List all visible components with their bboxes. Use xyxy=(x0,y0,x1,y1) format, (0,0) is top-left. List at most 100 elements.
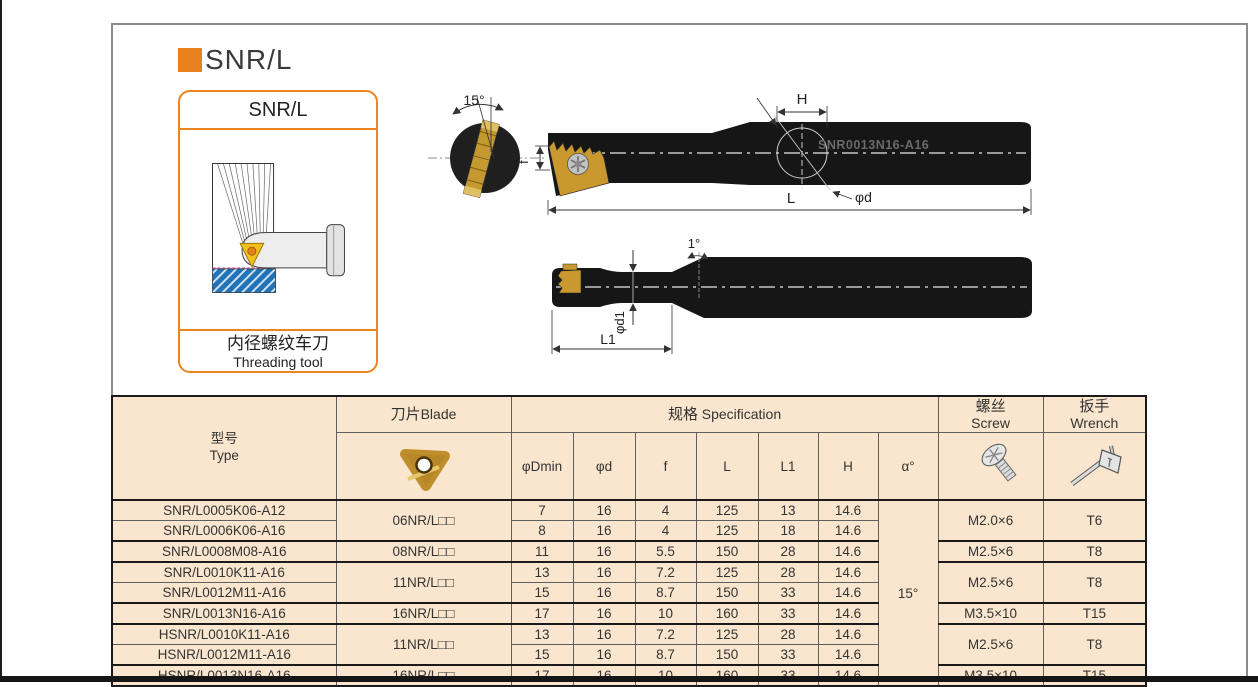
cell-L1: 33 xyxy=(757,602,819,625)
cell-screw: M2.5×6 xyxy=(937,540,1044,563)
cell-alpha: 15° xyxy=(877,499,939,687)
cell-dmin: 8 xyxy=(510,520,574,542)
col-header-f: f xyxy=(634,432,697,501)
cell-type: SNR/L0013N16-A16 xyxy=(111,602,337,625)
screw-center xyxy=(574,160,582,168)
table-row: HSNR/L0012M11-A16 15 16 8.7 150 33 14.6 xyxy=(111,644,1146,666)
cell-d: 16 xyxy=(572,540,636,563)
cell-type: SNR/L0005K06-A12 xyxy=(111,499,337,521)
col-header-type: 型号 Type xyxy=(111,395,337,501)
clamp-diagonal xyxy=(773,114,831,191)
cell-screw: M2.5×6 xyxy=(937,561,1044,604)
angle-label: 15° xyxy=(463,92,484,108)
cell-blade: 06NR/L□□ xyxy=(335,499,512,542)
cell-d: 16 xyxy=(572,582,636,604)
page-bottom-edge xyxy=(0,676,1258,682)
cell-H: 14.6 xyxy=(817,644,879,666)
insert-hole xyxy=(414,456,433,474)
screw-header-cn: 螺丝 xyxy=(975,397,1006,415)
thread-lines xyxy=(217,163,271,261)
cell-d: 16 xyxy=(572,644,636,666)
header-row-1: 型号 Type 刀片Blade 规格 Specification 螺丝 Scre… xyxy=(111,395,1147,501)
cell-d: 16 xyxy=(572,499,636,521)
type-header-en: Type xyxy=(209,448,239,463)
cell-dmin: 7 xyxy=(510,499,574,521)
cell-H: 14.6 xyxy=(817,520,879,542)
end-view: 15° xyxy=(428,92,546,199)
wrench-image-cell xyxy=(1042,432,1147,501)
l-label: L xyxy=(787,190,795,207)
wrench-icon xyxy=(1070,445,1123,486)
cell-L: 125 xyxy=(695,520,759,542)
blade-insert-icon xyxy=(399,449,450,491)
cell-screw: M3.5×10 xyxy=(937,602,1044,625)
cell-screw: M2.0×6 xyxy=(937,499,1044,542)
side-view: SNR0013N16-A16 f H φd L xyxy=(516,91,1032,215)
blade-header-en: Blade xyxy=(420,405,457,422)
cell-type: SNR/L0008M08-A16 xyxy=(111,540,337,563)
page-title: SNR/L xyxy=(178,44,292,76)
cell-L: 125 xyxy=(695,499,759,521)
screw-image-cell xyxy=(937,432,1044,501)
lower-side-view: φd1 1° L1 xyxy=(551,236,1032,354)
taper-angle-label: 1° xyxy=(688,236,700,251)
cell-dmin: 15 xyxy=(510,582,574,604)
type-header-cn: 型号 xyxy=(210,431,238,447)
col-header-dmin: φDmin xyxy=(510,432,574,501)
technical-diagrams: 15° SNR0013N16-A16 f H φd L xyxy=(428,91,1032,354)
cell-blade: 16NR/L□□ xyxy=(335,602,512,625)
threading-insert-2 xyxy=(557,269,582,294)
cell-f: 8.7 xyxy=(634,644,697,666)
cell-f: 10 xyxy=(634,602,697,625)
tool-info-card: SNR/L 内径螺纹车刀 Threading tool xyxy=(178,90,378,373)
insert-screw-dot xyxy=(247,246,257,256)
cell-H: 14.6 xyxy=(817,623,879,645)
cell-wrench: T8 xyxy=(1042,561,1147,604)
cell-d: 16 xyxy=(572,520,636,542)
threading-application-diagram xyxy=(212,163,345,293)
col-header-d: φd xyxy=(572,432,636,501)
cell-dmin: 11 xyxy=(510,540,574,563)
f-label: f xyxy=(516,160,531,164)
cell-L1: 28 xyxy=(757,561,819,583)
cell-dmin: 13 xyxy=(510,561,574,583)
tool-bar-top xyxy=(548,122,1031,196)
cell-type: SNR/L0010K11-A16 xyxy=(111,561,337,583)
spec-header-cn: 规格 xyxy=(667,405,698,423)
etched-model-text: SNR0013N16-A16 xyxy=(818,138,929,152)
cell-blade: 11NR/L□□ xyxy=(335,623,512,666)
table-row: SNR/L0010K11-A16 11NR/L□□ 13 16 7.2 125 … xyxy=(111,561,1147,604)
cell-H: 14.6 xyxy=(817,499,879,521)
page-title-text: SNR/L xyxy=(205,44,293,75)
cell-wrench: T8 xyxy=(1042,540,1147,563)
blade-image-cell xyxy=(335,432,512,501)
cell-wrench: T6 xyxy=(1042,499,1147,542)
cell-type: SNR/L0012M11-A16 xyxy=(111,582,337,604)
wrench-header-cn: 扳手 xyxy=(1079,397,1110,415)
cell-H: 14.6 xyxy=(817,540,879,563)
cell-dmin: 15 xyxy=(510,644,574,666)
angle-arc xyxy=(452,103,504,115)
insert-top-strip xyxy=(562,263,578,271)
cell-f: 7.2 xyxy=(634,561,697,583)
cell-screw: M2.5×6 xyxy=(937,623,1044,666)
caption-english: Threading tool xyxy=(233,354,323,370)
cell-H: 14.6 xyxy=(817,561,879,583)
page-left-edge xyxy=(0,0,2,682)
cell-blade: 08NR/L□□ xyxy=(335,540,512,563)
caption-chinese: 内径螺纹车刀 xyxy=(227,334,329,353)
header-row-2: φDmin φd f L L1 H α° xyxy=(112,432,1147,501)
cell-type: HSNR/L0012M11-A16 xyxy=(111,644,337,666)
table-row: SNR/L0005K06-A12 06NR/L□□ 7 16 4 125 13 … xyxy=(111,499,1147,687)
table-row: SNR/L0012M11-A16 15 16 8.7 150 33 14.6 xyxy=(111,582,1146,604)
cell-H: 14.6 xyxy=(817,602,879,625)
card-title: SNR/L xyxy=(180,92,376,130)
col-header-L1: L1 xyxy=(757,432,819,501)
col-header-screw: 螺丝 Screw xyxy=(937,395,1044,433)
cell-type: SNR/L0006K06-A16 xyxy=(111,520,337,542)
table-row: SNR/L0013N16-A16 16NR/L□□ 17 16 10 160 3… xyxy=(111,602,1147,625)
cell-f: 8.7 xyxy=(634,582,697,604)
h-label: H xyxy=(797,91,808,108)
cell-L: 150 xyxy=(695,644,759,666)
screw-torx xyxy=(984,446,1003,464)
